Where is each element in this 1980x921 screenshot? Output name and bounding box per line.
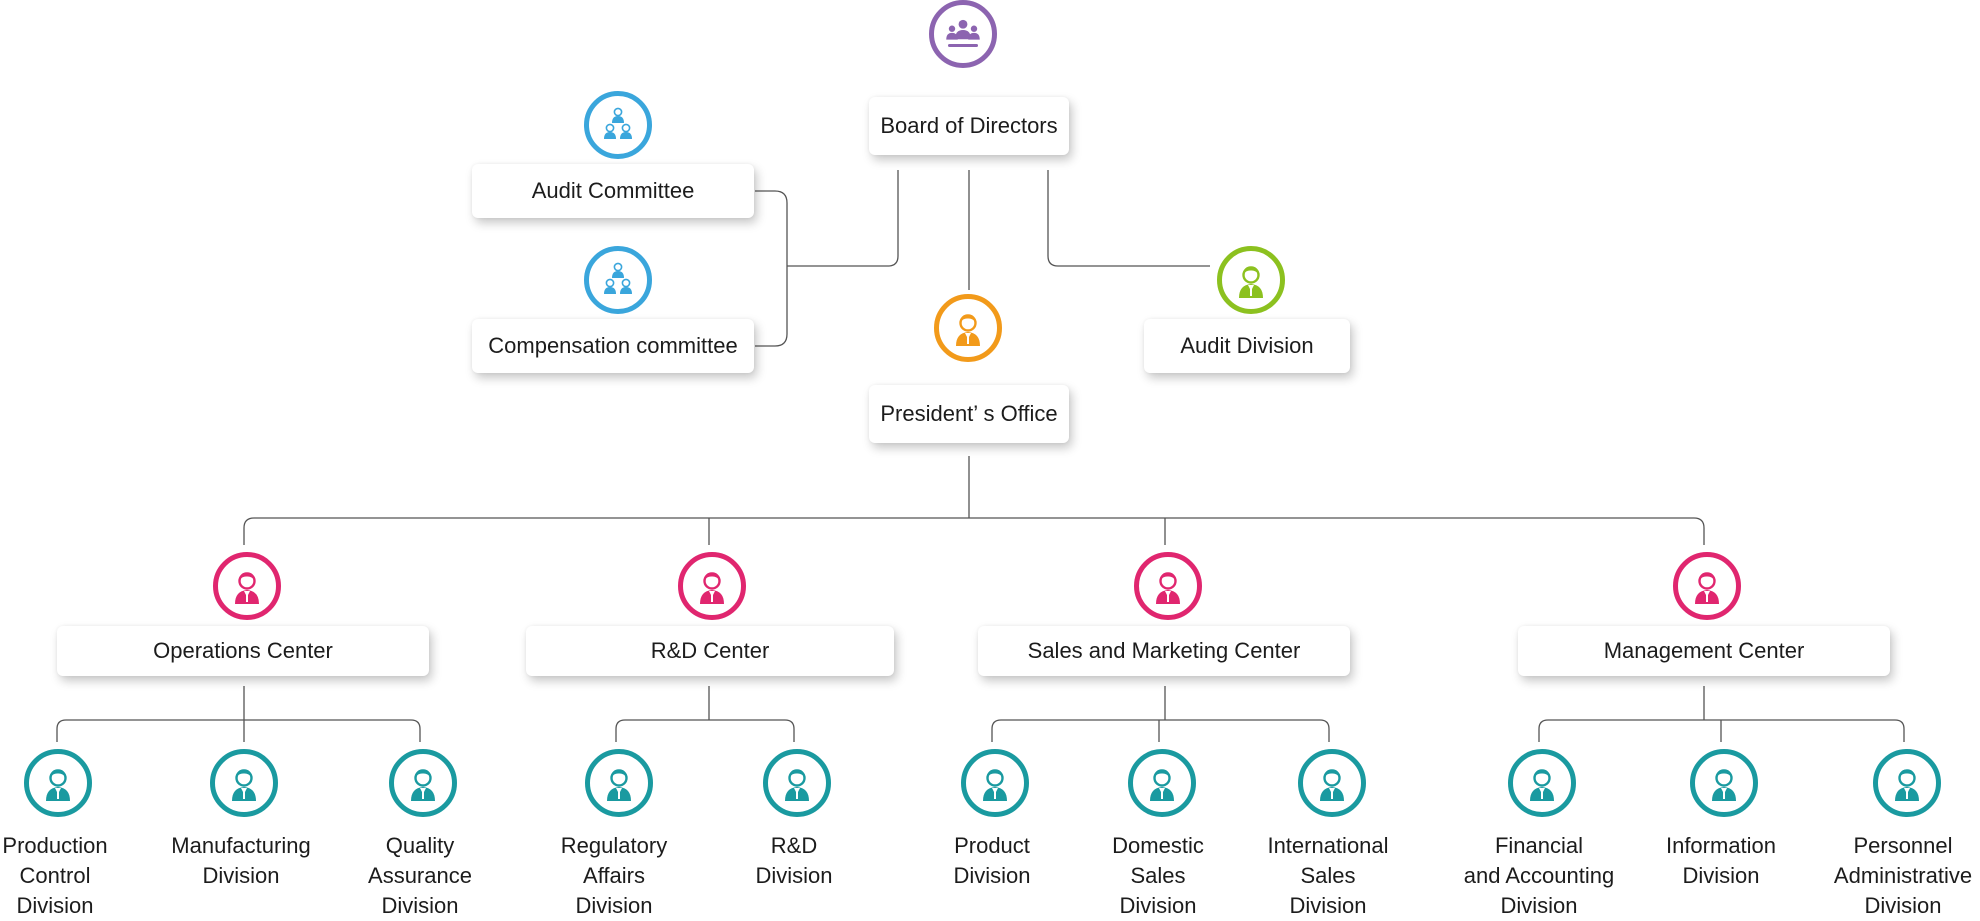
division-person-icon bbox=[24, 749, 92, 817]
division-person-icon bbox=[1298, 749, 1366, 817]
center-person-icon bbox=[678, 552, 746, 620]
division-person-icon bbox=[1508, 749, 1576, 817]
presidents-office-box: President’ s Office bbox=[869, 385, 1069, 443]
compensation-committee-icon bbox=[584, 246, 652, 314]
board-of-directors-box: Board of Directors bbox=[869, 97, 1069, 155]
audit-division-box: Audit Division bbox=[1144, 319, 1350, 373]
division-person-icon bbox=[763, 749, 831, 817]
rd-center-box: R&D Center bbox=[526, 626, 894, 676]
audit-committee-box: Audit Committee bbox=[472, 164, 754, 218]
center-person-icon bbox=[213, 552, 281, 620]
division-person-icon bbox=[1873, 749, 1941, 817]
division-person-icon bbox=[961, 749, 1029, 817]
audit-division-person-icon bbox=[1217, 246, 1285, 314]
management-center-box: Management Center bbox=[1518, 626, 1890, 676]
center-person-icon bbox=[1673, 552, 1741, 620]
division-person-icon bbox=[1690, 749, 1758, 817]
sales-marketing-center-box: Sales and Marketing Center bbox=[978, 626, 1350, 676]
division-person-icon bbox=[210, 749, 278, 817]
compensation-committee-box: Compensation committee bbox=[472, 319, 754, 373]
operations-center-box: Operations Center bbox=[57, 626, 429, 676]
audit-committee-icon bbox=[584, 91, 652, 159]
president-person-icon bbox=[934, 294, 1002, 362]
division-person-icon bbox=[389, 749, 457, 817]
center-person-icon bbox=[1134, 552, 1202, 620]
board-group-icon bbox=[929, 0, 997, 68]
division-person-icon bbox=[585, 749, 653, 817]
division-person-icon bbox=[1128, 749, 1196, 817]
